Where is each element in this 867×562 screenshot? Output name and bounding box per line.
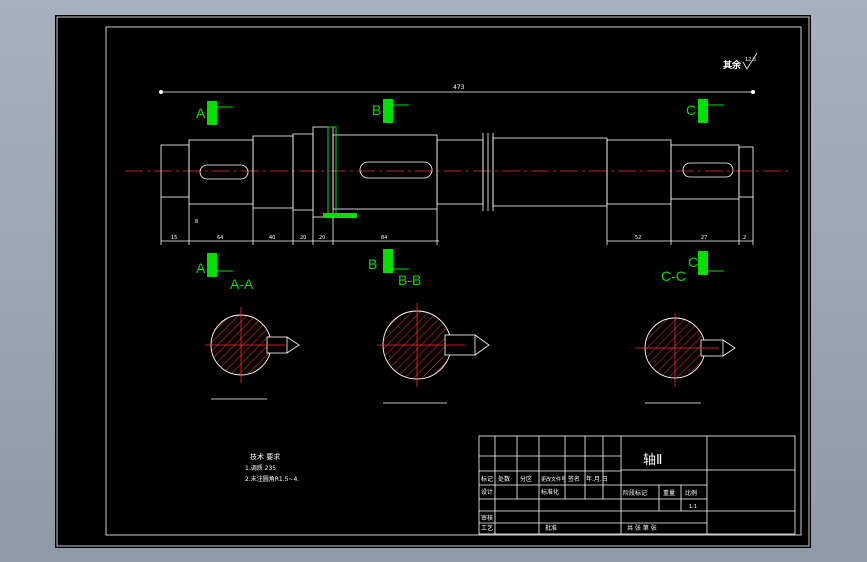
svg-text:阶段标记: 阶段标记	[623, 489, 647, 497]
svg-text:技术 要求: 技术 要求	[250, 452, 280, 461]
svg-text:设计: 设计	[481, 488, 493, 496]
svg-text:8: 8	[195, 219, 198, 225]
svg-text:比例: 比例	[685, 489, 697, 497]
inner-border	[105, 26, 802, 536]
svg-text:2: 2	[743, 235, 746, 241]
svg-text:审核: 审核	[481, 514, 493, 522]
section-marker-b-top: B	[372, 99, 409, 123]
drawing-svg: 其余 12.5 473 A	[56, 16, 810, 547]
svg-text:B: B	[368, 256, 377, 272]
outer-border	[56, 16, 810, 547]
svg-text:84: 84	[381, 235, 387, 241]
section-title-c: C-C	[661, 268, 686, 284]
shaft-outline	[160, 126, 754, 218]
section-marker-a-bottom: A A-A	[196, 253, 254, 292]
section-title-b: B-B	[398, 272, 421, 288]
svg-text:分区: 分区	[520, 475, 532, 483]
roughness-note: 其余	[723, 59, 742, 71]
cross-section-b	[377, 303, 490, 404]
svg-text:40: 40	[269, 235, 275, 241]
section-marker-b-bottom: B B-B	[368, 249, 421, 288]
svg-text:工艺: 工艺	[481, 524, 493, 532]
section-marker-c-top: C	[686, 99, 724, 123]
svg-text:处数: 处数	[498, 475, 510, 483]
cross-section-a	[205, 307, 300, 400]
svg-text:52: 52	[635, 235, 641, 241]
svg-text:64: 64	[217, 235, 223, 241]
svg-text:签名: 签名	[568, 475, 580, 483]
dimension-chain: 15 8 64 40 20 20 84 52 27 2	[160, 197, 754, 245]
overall-length-label: 473	[453, 84, 465, 91]
tech-requirements: 技术 要求 1.调质 235 2.未注圆角R1.5~4.	[245, 452, 299, 483]
svg-text:重量: 重量	[663, 489, 675, 497]
section-marker-a-top: A	[196, 101, 233, 125]
svg-text:1:1: 1:1	[689, 504, 697, 510]
section-marker-c-bottom: C C-C	[661, 251, 724, 284]
svg-text:A: A	[196, 105, 206, 121]
roughness-symbol	[742, 52, 758, 70]
title-block: 轴Ⅱ 标记 处数 分区 更改文件号 签名 年.月.日 设计 标准化 阶段标记 重…	[478, 435, 796, 535]
svg-text:年.月.日: 年.月.日	[586, 475, 608, 483]
svg-text:标准化: 标准化	[541, 488, 559, 496]
svg-text:15: 15	[171, 235, 177, 241]
svg-text:B: B	[372, 102, 381, 118]
svg-text:标记: 标记	[481, 475, 493, 483]
svg-text:27: 27	[701, 235, 707, 241]
roughness-value: 12.5	[745, 57, 756, 63]
svg-text:C: C	[686, 102, 696, 118]
part-name: 轴Ⅱ	[643, 453, 662, 468]
svg-text:20: 20	[300, 235, 306, 241]
cad-drawing-canvas: 其余 12.5 473 A	[55, 15, 811, 548]
svg-text:C: C	[688, 254, 698, 270]
svg-text:20: 20	[319, 235, 325, 241]
svg-text:1.调质 235: 1.调质 235	[245, 464, 276, 472]
svg-text:2.未注圆角R1.5~4.: 2.未注圆角R1.5~4.	[245, 475, 299, 483]
section-title-a: A-A	[230, 276, 254, 292]
svg-text:批准: 批准	[545, 524, 557, 532]
svg-text:更改文件号: 更改文件号	[541, 476, 566, 483]
svg-text:A: A	[196, 260, 206, 276]
cross-section-c	[635, 313, 736, 404]
svg-text:共 张 第 张: 共 张 第 张	[627, 524, 657, 532]
